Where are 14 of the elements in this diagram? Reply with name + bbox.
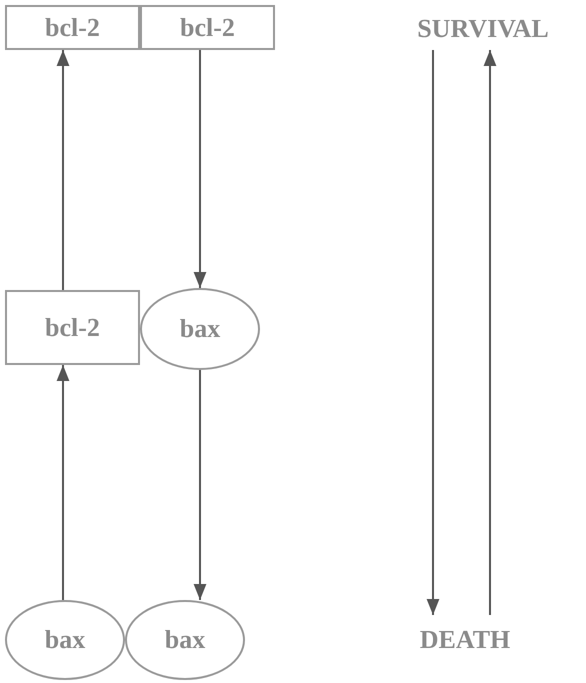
protein-box: bcl-2 (5, 5, 140, 50)
arrow (194, 50, 206, 288)
arrow (194, 370, 206, 600)
protein-circle: bax (5, 600, 125, 680)
state-label: DEATH (385, 615, 545, 665)
arrow (56, 365, 70, 600)
protein-circle: bax (140, 288, 260, 370)
state-label: SURVIVAL (380, 8, 586, 50)
protein-box: bcl-2 (140, 5, 275, 50)
arrow (426, 50, 440, 615)
arrow (56, 50, 70, 290)
protein-circle: bax (125, 600, 245, 680)
protein-box: bcl-2 (5, 290, 140, 365)
arrow (484, 50, 496, 615)
